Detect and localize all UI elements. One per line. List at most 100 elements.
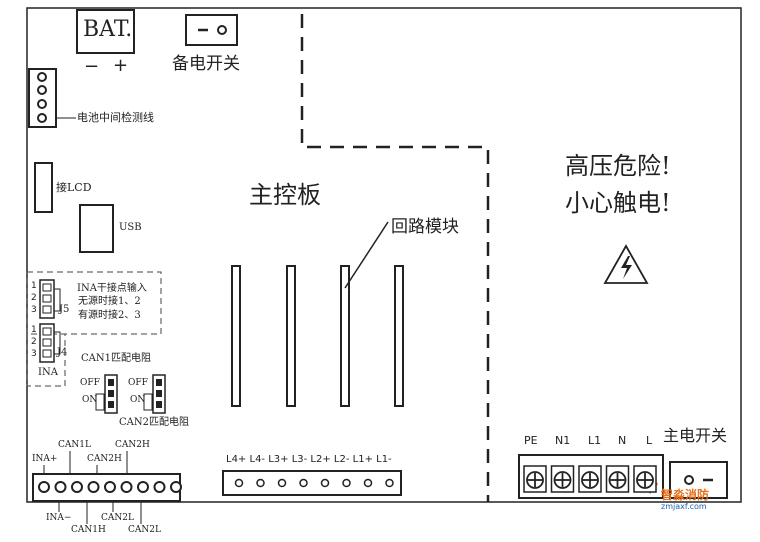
term-bottom-ina-minus: INA− [46, 513, 72, 523]
j4-pin-label-3: 3 [31, 349, 37, 359]
j5-desc-1: INA干接点输入 [77, 283, 147, 294]
can2-term-label: CAN2匹配电阻 [119, 417, 189, 428]
mid-pin-1 [37, 72, 47, 82]
left-terminal-pin [104, 481, 116, 493]
loop-terminal-pin [234, 478, 244, 488]
watermark-name: 智淼消防 [661, 488, 710, 502]
hazard-triangle-icon [603, 244, 649, 284]
term-top-ina-plus: INA+ [32, 454, 58, 464]
warning-line-2: 小心触电! [565, 189, 671, 217]
term-bottom-can1h: CAN1H [71, 525, 106, 535]
left-terminal-pin [87, 481, 100, 493]
backup-switch-dot [217, 25, 227, 35]
can2-cap [143, 393, 153, 411]
term-bottom-can2l-a: CAN2L [101, 513, 134, 523]
loop-terminal-pin [320, 478, 330, 488]
left-terminal-pin [137, 481, 149, 493]
j5-pin-label-2: 2 [31, 293, 37, 303]
j4-pin-label-1: 1 [31, 325, 37, 335]
term-top-can1l: CAN1L [58, 440, 91, 450]
loop-terminal-pin [363, 478, 373, 488]
j5-pin-1 [42, 283, 52, 292]
j4-pin-2 [42, 338, 52, 347]
ina-zone [26, 271, 162, 335]
can2-pin-3 [156, 401, 162, 408]
lcd-label: 接LCD [56, 181, 92, 194]
loop-slot-4 [394, 265, 404, 407]
j5-pin-label-3: 3 [31, 305, 37, 315]
battery-minus: − [84, 56, 100, 77]
can2-pin-2 [156, 390, 162, 397]
can2-pin-1 [156, 379, 162, 386]
j4-pin-label-2: 2 [31, 337, 37, 347]
left-terminal-pin [38, 481, 50, 493]
ina-group-label: INA [38, 367, 58, 378]
can2-off-label: OFF [128, 378, 148, 388]
left-terminal-pin [71, 481, 83, 493]
can1-off-label: OFF [80, 378, 100, 388]
battery-plus: + [113, 55, 129, 76]
loop-terminal-label: L4+ L4- L3+ L3- L2+ L2- L1+ L1- [226, 454, 392, 465]
usb-port [79, 204, 114, 253]
power-label-pe: PE [524, 434, 538, 447]
j4-cap [53, 331, 61, 355]
j5-desc-2: 无源时接1、2 [78, 296, 141, 307]
term-top-can2h-a: CAN2H [87, 454, 122, 464]
mid-pin-3 [37, 99, 47, 109]
j5-cap [53, 288, 61, 312]
loop-terminal-pin [277, 478, 287, 488]
j5-name: J5 [59, 304, 70, 315]
battery-mid-label: 电池中间检测线 [77, 111, 154, 124]
mid-pin-2 [37, 85, 47, 95]
loop-terminal-pin [299, 478, 308, 488]
lightning-icon [621, 256, 632, 279]
j4-name: J4 [57, 347, 68, 358]
ina-zone-lower [26, 334, 66, 387]
can1-on-label: ON [82, 395, 98, 405]
left-terminal-pin [54, 481, 67, 493]
lcd-connector [34, 162, 53, 213]
term-bottom-can2l-b: CAN2L [128, 525, 161, 535]
loop-terminal-pin [256, 478, 265, 488]
watermark-url: zmjaxf.com [661, 502, 707, 511]
loop-terminal-pin [385, 478, 394, 488]
backup-switch [185, 14, 238, 46]
main-switch [669, 461, 728, 499]
battery-mid-connector [28, 68, 57, 128]
main-board-label: 主控板 [249, 181, 321, 209]
backup-switch-label: 备电开关 [172, 54, 240, 74]
can1-pin-1 [108, 379, 114, 386]
loop-module-label: 回路模块 [391, 217, 459, 237]
power-label-n: N [618, 434, 627, 447]
main-switch-label: 主电开关 [663, 426, 728, 445]
board-outline [26, 7, 742, 503]
j4-pin-1 [42, 327, 52, 336]
left-terminal-pin [120, 481, 133, 493]
j5-pin-3 [42, 305, 52, 314]
left-terminal-pin [170, 481, 182, 493]
j5-desc-3: 有源时接2、3 [78, 310, 141, 321]
power-label-n1: N1 [555, 434, 571, 447]
loop-terminal-pin [342, 478, 351, 488]
term-top-can2h-b: CAN2H [115, 440, 150, 450]
left-terminal-pin [153, 481, 166, 493]
loop-terminal-block [222, 470, 402, 496]
power-label-l: L [646, 434, 653, 447]
usb-label: USB [119, 222, 142, 233]
can2-on-label: ON [130, 395, 146, 405]
main-switch-dot [684, 475, 694, 485]
battery-label: BAT. [83, 17, 133, 42]
j5-pin-label-1: 1 [31, 281, 37, 291]
power-label-l1: L1 [588, 434, 602, 447]
mid-pin-4 [37, 113, 47, 123]
loop-slot-2 [286, 265, 296, 407]
j4-pin-3 [42, 349, 52, 358]
loop-module-leader [344, 221, 389, 289]
can1-pin-2 [108, 390, 114, 397]
loop-slot-3 [340, 265, 350, 407]
can1-pin-3 [108, 401, 114, 408]
j5-pin-2 [42, 294, 52, 303]
main-board-zone [300, 14, 490, 502]
can1-term-label: CAN1匹配电阻 [81, 353, 151, 364]
